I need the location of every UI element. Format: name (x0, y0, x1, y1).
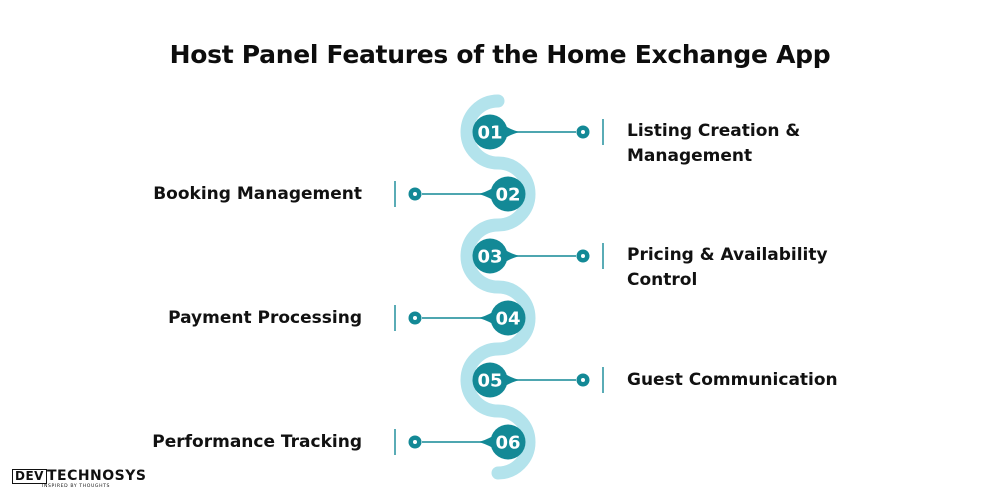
feature-node-04: 04 (394, 300, 526, 336)
connector-end-dot-center (413, 440, 417, 444)
connector-end-dot-center (413, 316, 417, 320)
connector-end-dot-center (581, 254, 585, 258)
feature-node-03: 03 (472, 238, 604, 274)
feature-label-05: Guest Communication (627, 370, 838, 390)
feature-number: 04 (495, 309, 520, 330)
feature-label-01: Listing Creation & Management (627, 121, 801, 166)
feature-label-06: Performance Tracking (152, 432, 362, 452)
feature-number: 06 (495, 433, 520, 454)
wave-path (460, 94, 536, 480)
logo-box-text: DEV (12, 469, 47, 484)
feature-node-05: 05 (472, 362, 604, 398)
feature-node-01: 01 (472, 114, 604, 150)
feature-number: 01 (477, 123, 502, 144)
feature-number: 03 (477, 247, 502, 268)
feature-number: 02 (495, 185, 520, 206)
connector-end-dot-center (581, 130, 585, 134)
page-title: Host Panel Features of the Home Exchange… (169, 40, 831, 69)
feature-label-04: Payment Processing (168, 308, 362, 328)
logo-tagline: INSPIRED BY THOUGHTS (42, 484, 111, 489)
feature-node-02: 02 (394, 176, 526, 212)
feature-number: 05 (477, 371, 502, 392)
connector-end-dot-center (413, 192, 417, 196)
feature-label-02: Booking Management (153, 184, 362, 204)
logo-text: TECHNOSYS (46, 468, 147, 484)
connector-end-dot-center (581, 378, 585, 382)
feature-node-06: 06 (394, 424, 526, 460)
feature-label-03: Pricing & Availability Control (627, 245, 828, 290)
